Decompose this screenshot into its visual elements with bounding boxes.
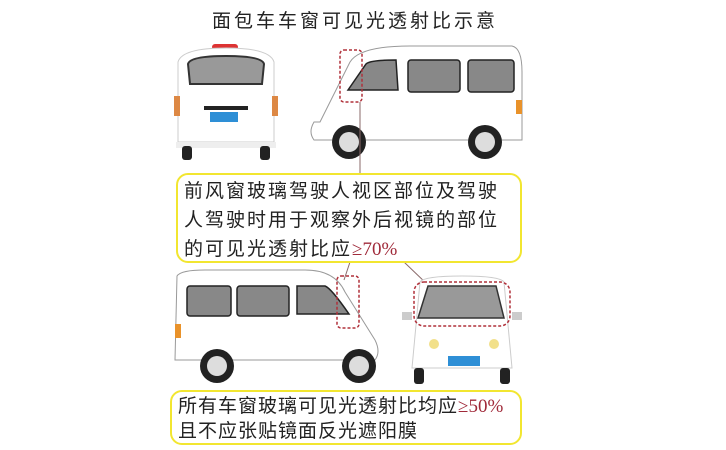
callout-windshield-text: 前风窗玻璃驾驶人视区部位及驾驶人驾驶时用于观察外后视镜的部位的可见光透射比应 — [184, 180, 500, 260]
van-right-side-view — [174, 269, 379, 383]
callout-all-windows-requirement: 所有车窗玻璃可见光透射比均应≥50% 且不应张贴镜面反光遮阳膜 — [170, 390, 522, 445]
callout-windshield-requirement: 前风窗玻璃驾驶人视区部位及驾驶人驾驶时用于观察外后视镜的部位的可见光透射比应≥7… — [176, 173, 522, 263]
windshield-transmittance-value: ≥70% — [352, 239, 398, 260]
van-front-view — [402, 275, 522, 384]
callout-all-windows-line1: 所有车窗玻璃可见光透射比均应 — [178, 395, 459, 417]
diagram-title: 面包车车窗可见光透射比示意 — [212, 10, 499, 32]
van-left-side-view — [310, 45, 523, 159]
callout-all-windows-line2: 且不应张贴镜面反光遮阳膜 — [178, 420, 419, 442]
van-rear-view — [174, 44, 278, 160]
all-windows-transmittance-value: ≥50% — [458, 396, 504, 417]
